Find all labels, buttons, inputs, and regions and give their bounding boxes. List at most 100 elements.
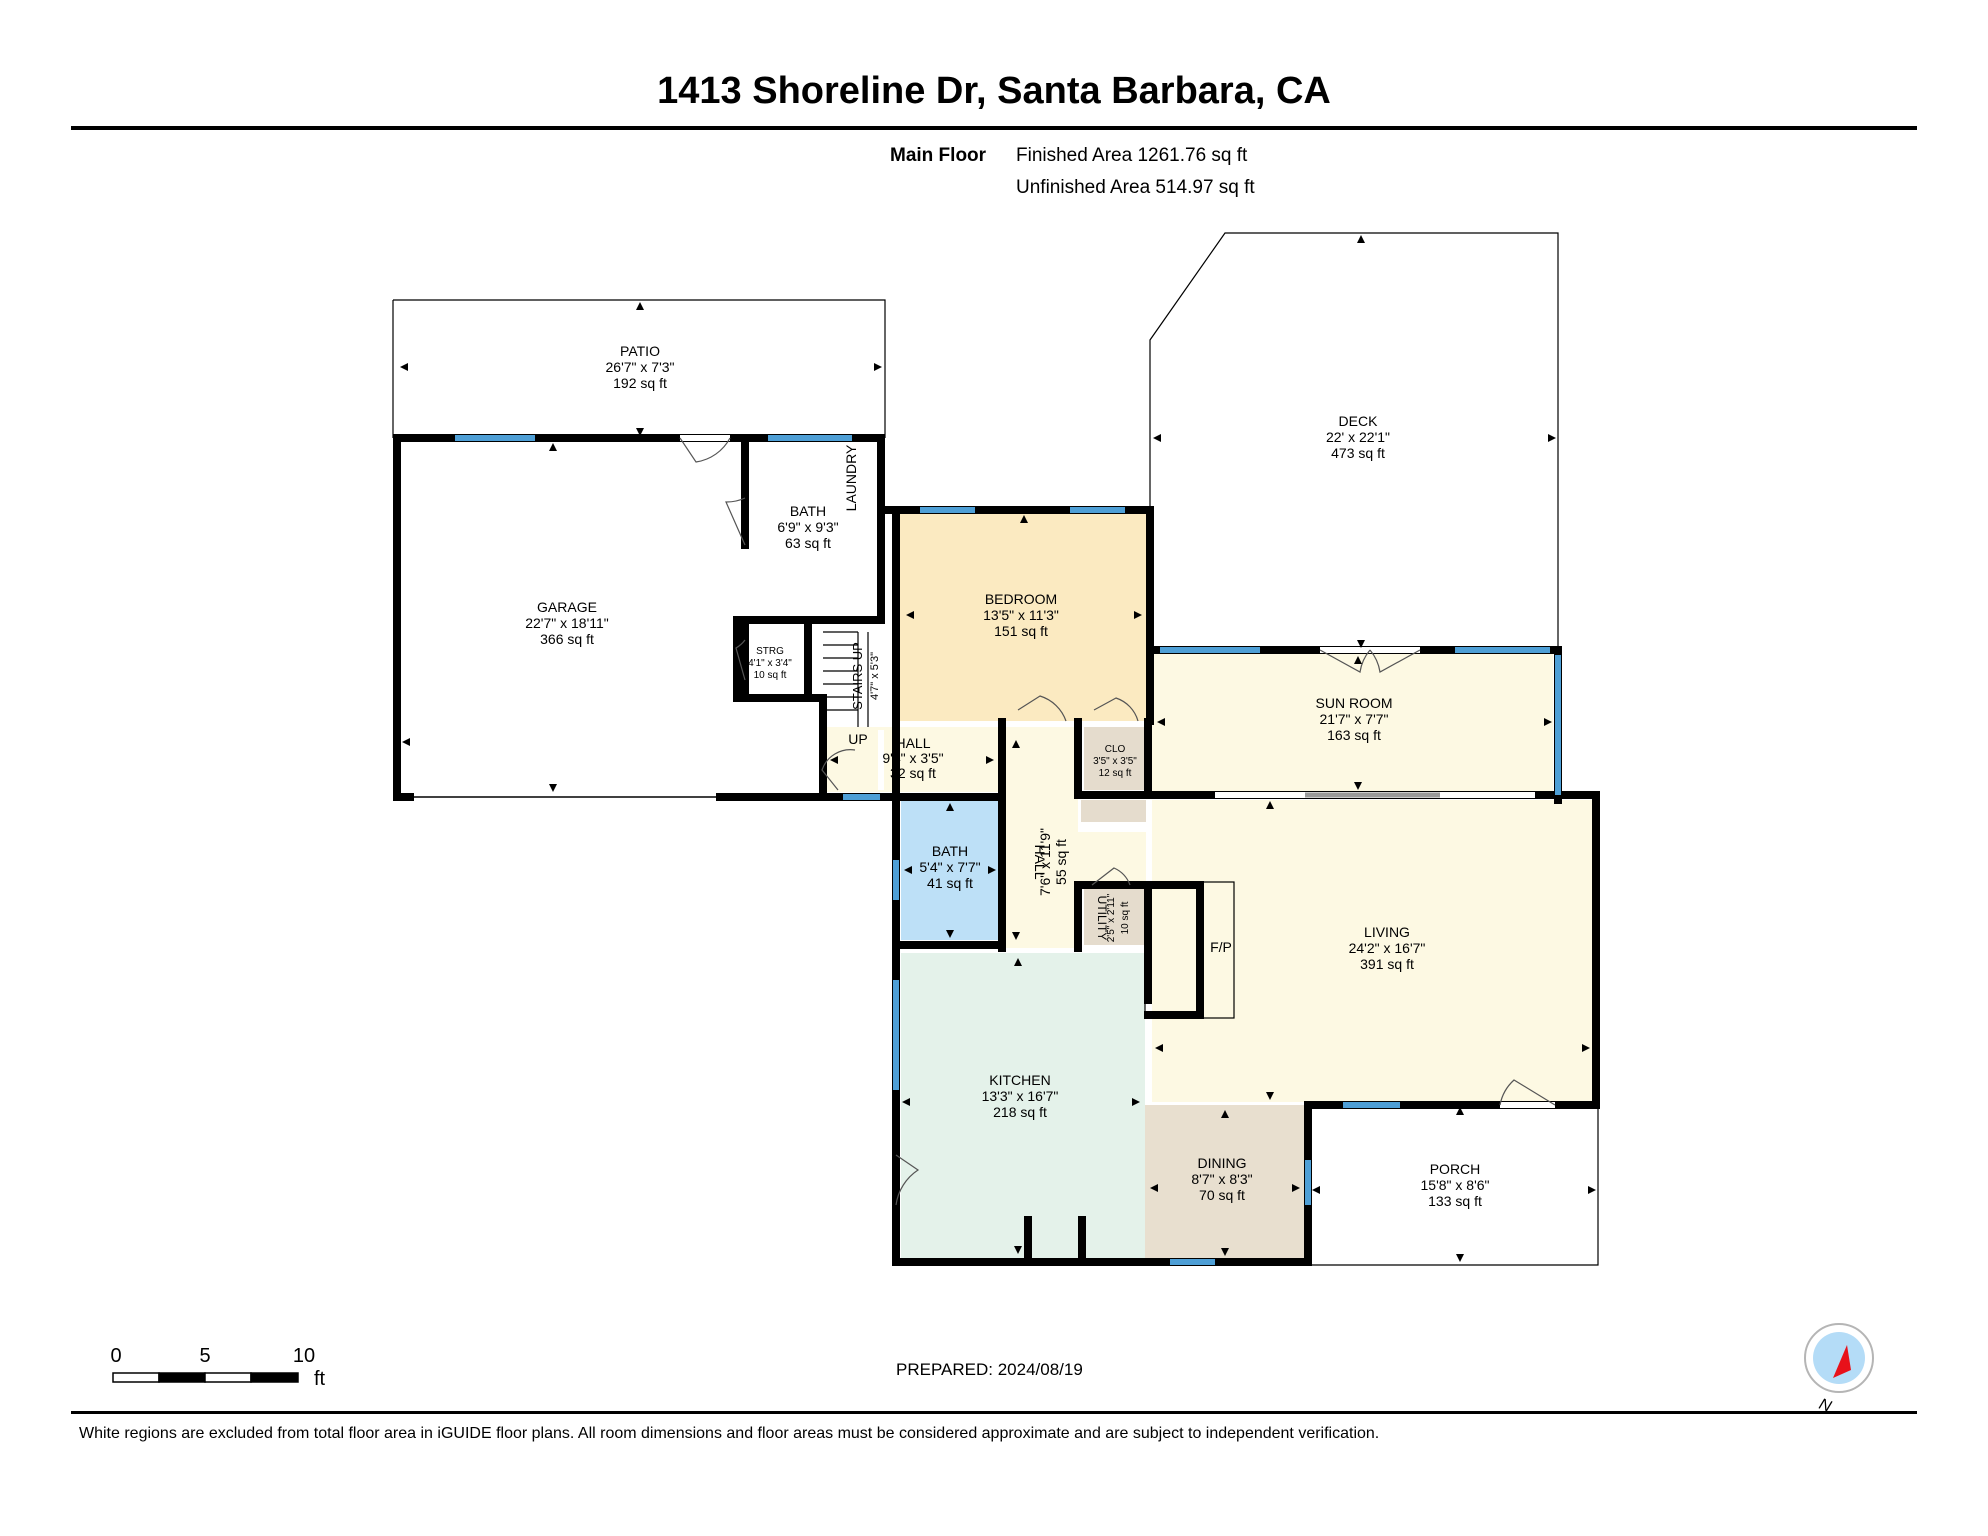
porch-door-swing [1499,1079,1556,1106]
porch-name: PORCH [1430,1161,1481,1177]
unfinished-area: Unfinished Area 514.97 sq ft [1016,177,1255,198]
bath-door-swing [725,497,746,546]
hall-lower-name: HALL [1032,844,1048,879]
living-name: LIVING [1364,924,1410,940]
clo-area: 12 sq ft [1099,768,1132,779]
strg-area: 10 sq ft [754,670,787,681]
hall-upper-name: HALL [895,735,930,751]
kitchen-area: 218 sq ft [993,1104,1047,1120]
patio-outline [392,299,886,438]
strg-name: STRG [756,646,784,657]
bedroom-name: BEDROOM [985,591,1057,607]
utility-door-swing [1091,867,1131,886]
scale-bar-seg-3 [204,1372,252,1383]
porch-dims: 15'8" x 8'6" [1421,1177,1490,1193]
bath-lower-fill [901,800,999,940]
sunroom-area: 163 sq ft [1327,727,1381,743]
fireplace-label: F/P [1210,939,1232,955]
footer-rule [71,1411,1917,1414]
garage-name: GARAGE [537,599,597,615]
deck-dims: 22' x 22'1" [1326,429,1390,445]
room-fills [823,510,1592,1258]
hall-upper-dims: 9'4" x 3'5" [882,750,943,766]
bath-upper-area: 63 sq ft [785,535,831,551]
stair-treads [823,631,869,727]
dining-fill [1145,1105,1304,1258]
finished-area: Finished Area 1261.76 sq ft [1016,145,1248,166]
clo-door-swing [1093,697,1139,722]
bath-lower-name: BATH [932,843,968,859]
kitchen-dims: 13'3" x 16'7" [982,1088,1059,1104]
dining-area: 70 sq ft [1199,1187,1245,1203]
walls [393,434,1600,1266]
scale-tick-10: 10 [293,1345,315,1367]
scale-bar-seg-2 [158,1372,206,1383]
patio-dims: 26'7" x 7'3" [606,359,675,375]
scale-tick-0: 0 [110,1345,121,1367]
dimension-arrows [400,235,1596,1262]
compass-needle [1833,1345,1851,1378]
stairs-dims: 4'7" x 5'3" [869,652,881,700]
bath-upper-name: BATH [790,503,826,519]
patio-area: 192 sq ft [613,375,667,391]
compass-icon: N [1804,1323,1874,1416]
stair-walls [733,616,827,801]
bedroom-door-swing [1017,695,1067,722]
hall-junction-fill [1078,832,1146,882]
clo-lower-fill [1081,800,1146,822]
hall-door-swing [821,749,856,791]
fireplace-firebox [1144,881,1204,1019]
hall-lower-fill [1006,727,1078,948]
scale-unit: ft [314,1368,326,1390]
deck-name: DECK [1339,413,1379,429]
kitchen-door-swing [895,1154,920,1206]
scale-bar-seg-4 [250,1372,299,1383]
bath-upper-dims: 6'9" x 9'3" [777,519,838,535]
scale-bar-seg-1 [112,1372,160,1383]
clo-dims: 3'5" x 3'5" [1093,756,1137,767]
windows [455,435,1561,1265]
mid-walls [819,718,1152,952]
prepared-date: PREPARED: 2024/08/19 [896,1360,1083,1379]
clo-fill [1084,727,1146,790]
utility-dims: 2'5" x 2'11" [1106,893,1117,942]
kitchen-fill [901,953,1145,1258]
scale-tick-5: 5 [199,1345,210,1367]
strg-dims: 4'1" x 3'4" [748,658,792,669]
sunroom-door-swing-left [1319,649,1371,673]
hall-upper-area: 32 sq ft [890,765,936,781]
bath-lower-dims: 5'4" x 7'7" [919,859,980,875]
utility-fill [1084,889,1146,945]
dining-name: DINING [1198,1155,1247,1171]
sunroom-dims: 21'7" x 7'7" [1320,711,1389,727]
page-title: 1413 Shoreline Dr, Santa Barbara, CA [657,70,1331,112]
patio-door-swing [679,437,731,463]
sunroom-door-swing-right [1369,649,1421,673]
bedroom-dims: 13'5" x 11'3" [983,607,1059,623]
strg-door-swing [735,639,746,681]
hall-upper-fill [823,727,1000,792]
utility-area: 10 sq ft [1120,901,1131,934]
hall-lower-area: 55 sq ft [1053,839,1069,885]
header-rule [71,126,1917,130]
garage-area: 366 sq ft [540,631,594,647]
thin-outlines [392,232,1599,1266]
stairs-name: STAIRS UP [850,642,865,710]
hall-lower-dims: 7'6" x 11'9" [1037,828,1053,896]
living-area: 391 sq ft [1360,956,1414,972]
porch-area: 133 sq ft [1428,1193,1482,1209]
utility-name: UTILITY [1095,896,1109,941]
bath-lower-area: 41 sq ft [927,875,973,891]
patio-name: PATIO [620,343,660,359]
sunroom-name: SUN ROOM [1316,695,1393,711]
bedroom-fill [900,510,1146,721]
living-dims: 24'2" x 16'7" [1349,940,1426,956]
disclaimer-text: White regions are excluded from total fl… [79,1425,1380,1442]
bedroom-area: 151 sq ft [994,623,1048,639]
up-label: UP [848,731,867,747]
clo-name: CLO [1105,744,1126,755]
laundry-label: LAUNDRY [843,444,859,511]
kitchen-name: KITCHEN [989,1072,1050,1088]
garage-dims: 22'7" x 18'11" [525,615,609,631]
